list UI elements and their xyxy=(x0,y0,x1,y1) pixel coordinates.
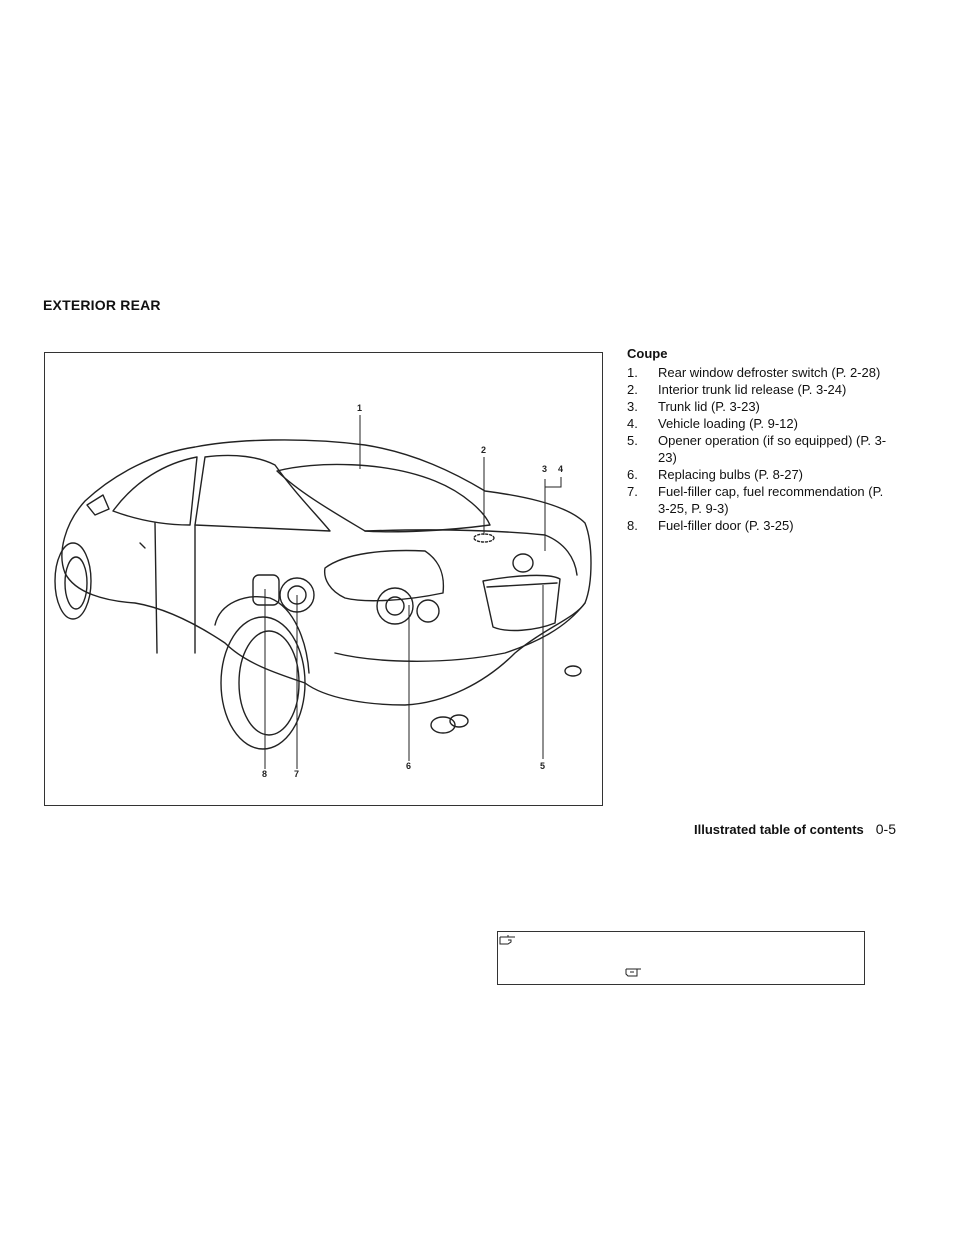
legend-heading: Coupe xyxy=(627,346,668,361)
callout-8: 8 xyxy=(262,769,267,779)
legend-item: 5. Opener operation (if so equipped) (P.… xyxy=(627,432,927,466)
page-number: 0-5 xyxy=(875,821,896,837)
legend-item-text: Replacing bulbs (P. 8-27) xyxy=(658,467,804,482)
pointing-hand-icon xyxy=(499,935,515,945)
callout-6: 6 xyxy=(406,761,411,771)
legend-item-number: 4. xyxy=(627,416,638,431)
page-footer: Illustrated table of contents 0-5 xyxy=(694,821,896,837)
legend-item: 4. Vehicle loading (P. 9-12) xyxy=(627,415,927,432)
legend-item-number: 3. xyxy=(627,399,638,414)
car-rear-illustration: 1 2 3 4 5 6 7 8 xyxy=(44,352,603,806)
callout-3: 3 xyxy=(542,464,547,474)
legend-item: 2. Interior trunk lid release (P. 3-24) xyxy=(627,381,927,398)
legend-item: 1. Rear window defroster switch (P. 2-28… xyxy=(627,364,927,381)
legend-item: 3. Trunk lid (P. 3-23) xyxy=(627,398,927,415)
callout-1: 1 xyxy=(357,403,362,413)
legend-item-text: Trunk lid (P. 3-23) xyxy=(658,399,760,414)
callout-7: 7 xyxy=(294,769,299,779)
legend-item-number: 1. xyxy=(627,365,638,380)
section-title: EXTERIOR REAR xyxy=(43,297,161,313)
legend-item-number: 5. xyxy=(627,433,638,448)
pointing-hand-icon xyxy=(625,968,641,977)
legend-item-text: Rear window defroster switch (P. 2-28) xyxy=(658,365,881,380)
legend-item-number: 6. xyxy=(627,467,638,482)
legend-item-number: 2. xyxy=(627,382,638,397)
reference-note-box xyxy=(497,931,865,985)
legend-item-text: Fuel-filler door (P. 3-25) xyxy=(658,518,794,533)
legend-item-text: Opener operation (if so equipped) (P. 3-… xyxy=(658,433,887,465)
callout-5: 5 xyxy=(540,761,545,771)
legend-item-number: 8. xyxy=(627,518,638,533)
legend-item-text: Interior trunk lid release (P. 3-24) xyxy=(658,382,847,397)
legend-item-text: Fuel-filler cap, fuel recommendation (P.… xyxy=(658,484,884,516)
legend-item: 8. Fuel-filler door (P. 3-25) xyxy=(627,517,927,534)
legend-item-number: 7. xyxy=(627,484,638,499)
legend-item: 7. Fuel-filler cap, fuel recommendation … xyxy=(627,483,927,517)
callout-4: 4 xyxy=(558,464,563,474)
footer-title: Illustrated table of contents xyxy=(694,822,864,837)
legend-item-text: Vehicle loading (P. 9-12) xyxy=(658,416,798,431)
callout-legend: Coupe 1. Rear window defroster switch (P… xyxy=(627,345,927,534)
legend-item: 6. Replacing bulbs (P. 8-27) xyxy=(627,466,927,483)
callout-2: 2 xyxy=(481,445,486,455)
car-line-drawing: 1 2 3 4 5 6 7 8 xyxy=(54,403,592,779)
